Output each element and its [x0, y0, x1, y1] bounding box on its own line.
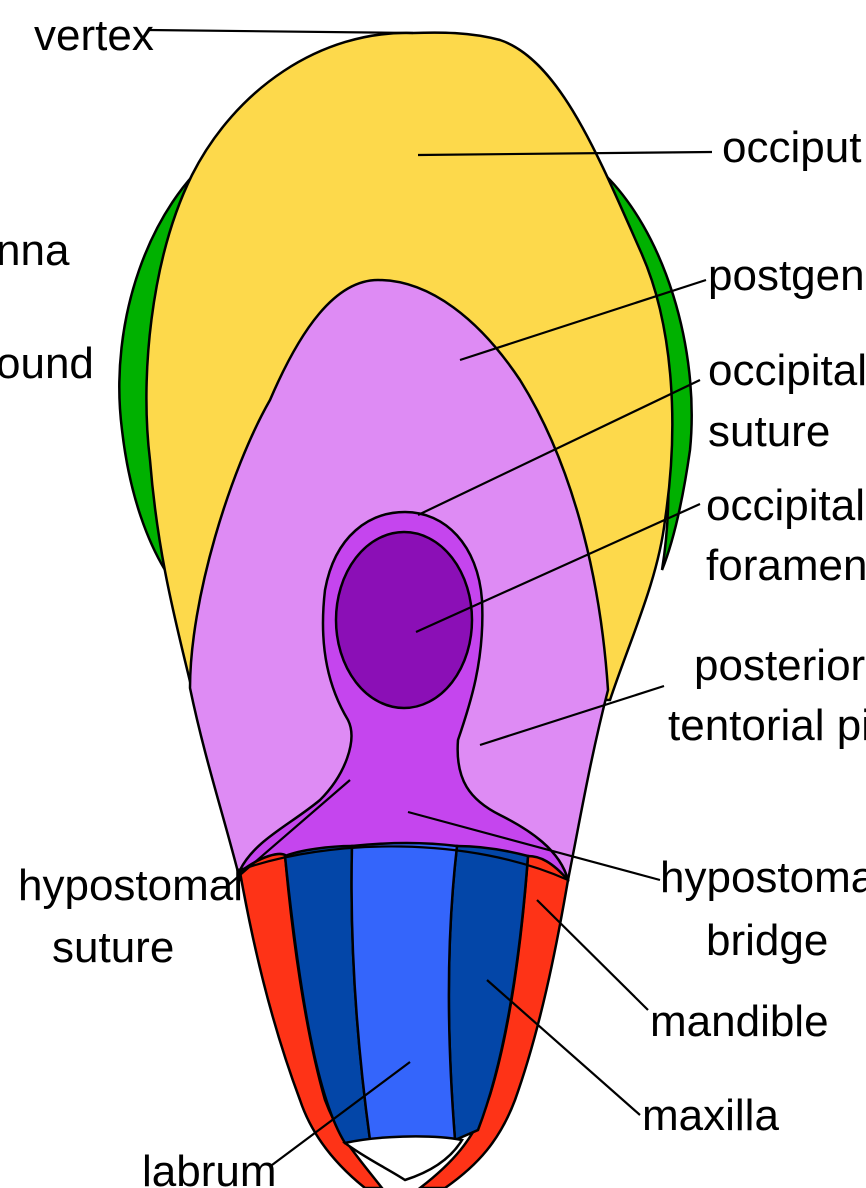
label-posterior-tentorial-pit-line1: posterior — [694, 641, 865, 690]
label-antenna: nna — [0, 226, 70, 275]
label-occipital-foramen-line2: foramen — [706, 541, 866, 590]
label-labrum: labrum — [142, 1147, 277, 1188]
label-hypostomal-bridge-line2: bridge — [706, 916, 828, 965]
label-posterior-tentorial-pit-line2: tentorial pit — [668, 701, 866, 750]
label-occipital-suture-line1: occipital — [708, 346, 866, 395]
label-occipital-foramen-line1: occipital — [706, 481, 865, 530]
occipital-foramen — [336, 532, 472, 708]
label-hypostomal-suture-line2: suture — [52, 923, 174, 972]
leader-vertex — [148, 30, 413, 33]
label-occipital-suture-line2: suture — [708, 407, 830, 456]
label-mandible: mandible — [650, 997, 829, 1046]
label-vertex: vertex — [34, 11, 154, 60]
label-occiput: occiput — [722, 123, 861, 172]
label-postgena: postgena — [708, 251, 866, 300]
label-hypostomal-suture-line1: hypostomal — [18, 861, 243, 910]
labrum-region — [352, 843, 457, 1145]
label-hypostomal-bridge-line1: hypostomal — [660, 853, 866, 902]
label-maxilla: maxilla — [642, 1091, 779, 1140]
label-compound: ound — [0, 339, 94, 388]
